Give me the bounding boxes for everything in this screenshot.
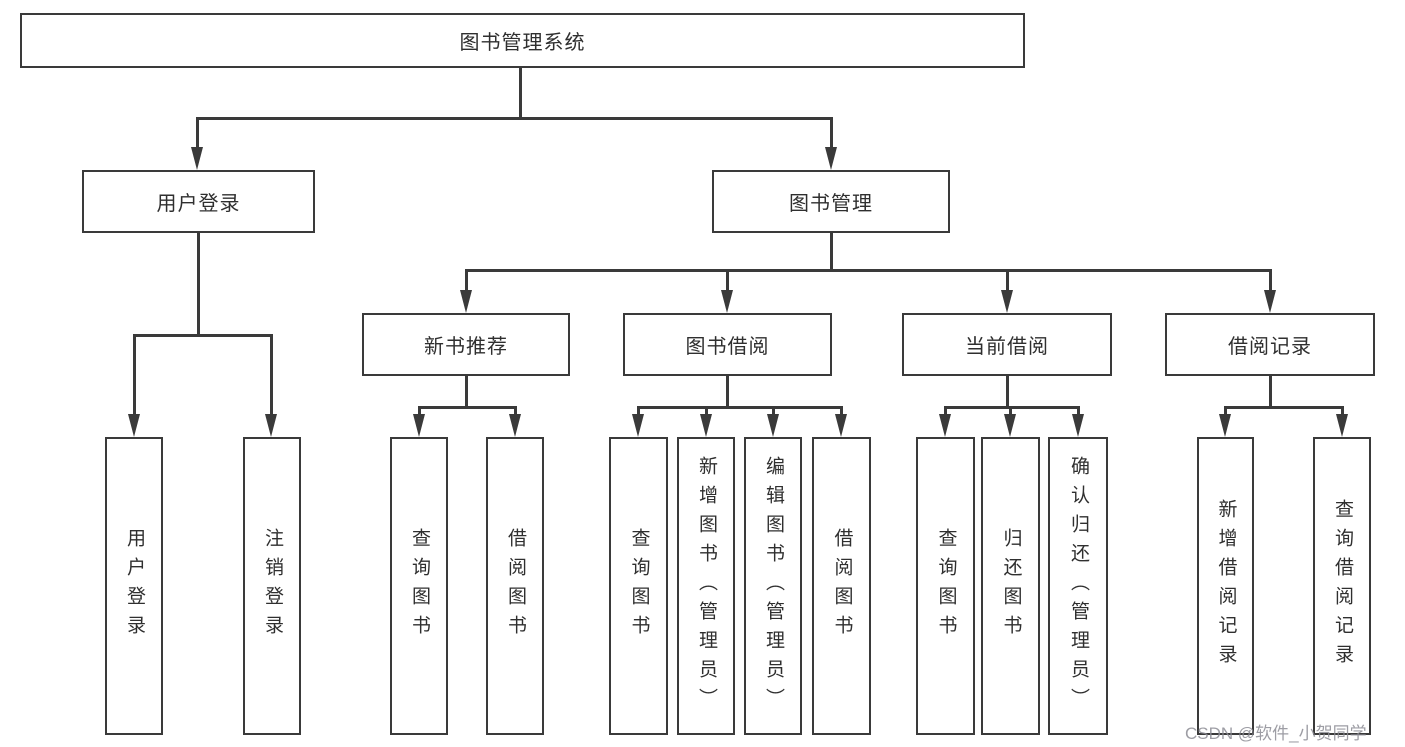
leaf-label: 新增图书（管理员） — [695, 455, 717, 717]
connector-drop — [840, 406, 843, 418]
node-borrowing-records: 借阅记录 — [1165, 313, 1375, 376]
connector-drop — [133, 334, 136, 416]
arrowhead-down-icon — [1264, 290, 1276, 313]
arrowhead-down-icon — [632, 414, 644, 437]
leaf-query-books-current: 查询图书 — [916, 437, 975, 735]
connector-drop — [726, 269, 729, 292]
node-book-borrowing: 图书借阅 — [623, 313, 832, 376]
arrowhead-down-icon — [413, 414, 425, 437]
arrowhead-down-icon — [767, 414, 779, 437]
connector-rail — [637, 406, 843, 409]
connector-drop — [1224, 406, 1227, 418]
leaf-label: 查询图书 — [935, 528, 957, 644]
connector-stem — [465, 376, 468, 408]
connector-drop — [1077, 406, 1080, 418]
connector-drop — [1009, 406, 1012, 418]
connector-drop — [705, 406, 708, 418]
leaf-label: 确认归还（管理员） — [1067, 455, 1089, 717]
connector-user-login-rail — [133, 334, 273, 337]
leaf-label: 查询图书 — [408, 528, 430, 644]
leaf-label: 查询图书 — [628, 528, 650, 644]
arrowhead-down-icon — [1004, 414, 1016, 437]
arrowhead-down-icon — [509, 414, 521, 437]
connector-drop — [418, 406, 421, 418]
connector-drop — [637, 406, 640, 418]
connector-drop — [514, 406, 517, 418]
node-root-label: 图书管理系统 — [459, 32, 586, 54]
arrowhead-down-icon — [1336, 414, 1348, 437]
node-root-library-system: 图书管理系统 — [20, 13, 1025, 68]
leaf-label: 归还图书 — [1000, 528, 1022, 644]
connector-drop — [270, 334, 273, 416]
arrowhead-down-icon — [1001, 290, 1013, 313]
node-borrowing-records-label: 借阅记录 — [1228, 336, 1312, 358]
node-current-borrowing-label: 当前借阅 — [965, 336, 1049, 358]
connector-book-mgmt-stem — [830, 233, 833, 271]
leaf-label: 查询借阅记录 — [1331, 499, 1353, 673]
node-book-management: 图书管理 — [712, 170, 950, 233]
leaf-return-books: 归还图书 — [981, 437, 1040, 735]
leaf-borrow-books: 借阅图书 — [812, 437, 871, 735]
connector-stem — [726, 376, 729, 408]
connector-drop — [1006, 269, 1009, 292]
leaf-logout: 注销登录 — [243, 437, 301, 735]
connector-drop — [1269, 269, 1272, 292]
connector-level2-rail — [196, 117, 833, 120]
arrowhead-down-icon — [700, 414, 712, 437]
arrowhead-down-icon — [265, 414, 277, 437]
leaf-label: 新增借阅记录 — [1215, 499, 1237, 673]
connector-stem — [1006, 376, 1009, 408]
connector-stem — [1269, 376, 1272, 408]
connector-drop — [830, 117, 833, 150]
arrowhead-down-icon — [191, 147, 203, 170]
leaf-edit-books-admin: 编辑图书（管理员） — [744, 437, 802, 735]
node-user-login-label: 用户登录 — [156, 193, 241, 215]
connector-rail — [944, 406, 1079, 409]
leaf-logout-label: 注销登录 — [261, 528, 283, 644]
leaf-query-books-borrowing: 查询图书 — [609, 437, 668, 735]
leaf-query-books-recommend: 查询图书 — [390, 437, 448, 735]
connector-drop — [944, 406, 947, 418]
arrowhead-down-icon — [460, 290, 472, 313]
connector-drop — [1341, 406, 1344, 418]
arrowhead-down-icon — [1219, 414, 1231, 437]
connector-rail — [1224, 406, 1343, 409]
node-new-book-recommend: 新书推荐 — [362, 313, 570, 376]
connector-rail — [418, 406, 517, 409]
leaf-label: 借阅图书 — [504, 528, 526, 644]
arrowhead-down-icon — [825, 147, 837, 170]
csdn-watermark: CSDN @软件_小贺同学 — [1185, 724, 1367, 743]
connector-drop — [772, 406, 775, 418]
node-user-login: 用户登录 — [82, 170, 315, 233]
leaf-add-borrow-record: 新增借阅记录 — [1197, 437, 1254, 735]
leaf-label: 借阅图书 — [831, 528, 853, 644]
node-current-borrowing: 当前借阅 — [902, 313, 1112, 376]
arrowhead-down-icon — [939, 414, 951, 437]
connector-drop — [196, 117, 199, 150]
node-book-management-label: 图书管理 — [789, 193, 873, 215]
leaf-user-login-label: 用户登录 — [123, 528, 145, 644]
leaf-label: 编辑图书（管理员） — [762, 455, 784, 717]
arrowhead-down-icon — [721, 290, 733, 313]
node-book-borrowing-label: 图书借阅 — [685, 336, 770, 358]
connector-drop — [465, 269, 468, 292]
arrowhead-down-icon — [835, 414, 847, 437]
leaf-query-borrow-record: 查询借阅记录 — [1313, 437, 1371, 735]
leaf-borrow-books-recommend: 借阅图书 — [486, 437, 544, 735]
connector-level3-rail — [465, 269, 1272, 272]
node-new-book-recommend-label: 新书推荐 — [424, 336, 508, 358]
leaf-add-books-admin: 新增图书（管理员） — [677, 437, 735, 735]
leaf-user-login: 用户登录 — [105, 437, 163, 735]
leaf-confirm-return-admin: 确认归还（管理员） — [1048, 437, 1108, 735]
connector-root-stem — [519, 68, 522, 118]
connector-user-login-stem — [197, 233, 200, 336]
arrowhead-down-icon — [128, 414, 140, 437]
arrowhead-down-icon — [1072, 414, 1084, 437]
